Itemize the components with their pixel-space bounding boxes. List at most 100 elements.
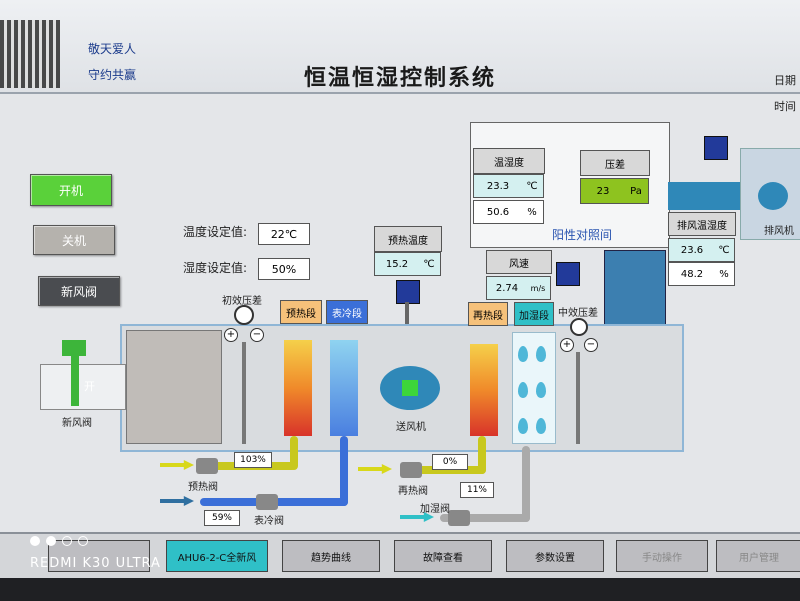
header-bar: 敬天爱人 守约共赢 恒温恒湿控制系统 日期 bbox=[0, 0, 800, 94]
room-temp-value: 23.3 bbox=[473, 174, 522, 198]
flow-arrow-icon bbox=[160, 460, 194, 470]
humid-riser bbox=[522, 446, 530, 522]
damper-label: 新风阀 bbox=[62, 418, 92, 429]
slogan-2: 守约共赢 bbox=[88, 68, 137, 82]
reheat-coil-icon bbox=[470, 344, 498, 436]
preheat-section-label: 预热段 bbox=[280, 300, 322, 324]
primary-dp-tube bbox=[242, 342, 246, 444]
return-hum-value: 48.2 bbox=[668, 262, 715, 286]
camera-watermark: REDMI K30 ULTRA bbox=[30, 556, 161, 571]
reheat-section-label: 再热段 bbox=[468, 302, 508, 326]
nav-button-params[interactable]: 参数设置 bbox=[506, 540, 604, 572]
supply-fan-label: 送风机 bbox=[396, 422, 426, 433]
cooling-valve-value[interactable]: 59% bbox=[204, 510, 240, 526]
supply-duct bbox=[604, 250, 666, 334]
nav-button-users[interactable]: 用户管理 bbox=[716, 540, 800, 572]
primary-dp-label: 初效压差 bbox=[222, 296, 262, 307]
supply-fan-status bbox=[402, 380, 418, 396]
damper-state: 开 bbox=[84, 380, 95, 393]
flow-arrow-icon bbox=[160, 496, 194, 506]
temp-setpoint-label: 温度设定值: bbox=[183, 225, 248, 239]
start-button[interactable]: 开机 bbox=[30, 174, 112, 206]
exhaust-fan-icon bbox=[758, 182, 788, 210]
airspeed-sensor-icon bbox=[556, 262, 580, 286]
flow-arrow-icon bbox=[358, 464, 392, 474]
humid-valve-label: 加湿阀 bbox=[420, 504, 450, 515]
time-label: 时间 bbox=[774, 100, 796, 113]
room-name: 阳性对照间 bbox=[552, 228, 613, 242]
return-temp-unit: ℃ bbox=[714, 238, 735, 262]
plus-port-icon: + bbox=[560, 338, 574, 352]
dp-value: 23 bbox=[580, 178, 625, 204]
bezel-bottom bbox=[0, 578, 800, 601]
room-hum-value: 50.6 bbox=[473, 200, 522, 224]
cooling-riser bbox=[340, 436, 348, 506]
humidify-section-label: 加湿段 bbox=[514, 302, 554, 326]
return-label: 排风温湿度 bbox=[668, 212, 736, 236]
humid-valve-icon[interactable] bbox=[448, 510, 470, 526]
preheat-valve-value[interactable]: 103% bbox=[234, 452, 272, 468]
dp-unit: Pa bbox=[624, 178, 649, 204]
minus-port-icon: − bbox=[250, 328, 264, 342]
return-sensor-icon bbox=[704, 136, 728, 160]
cooling-section-label: 表冷段 bbox=[326, 300, 368, 324]
water-drop-icon bbox=[536, 418, 546, 434]
preheat-temp-value: 15.2 bbox=[374, 252, 419, 276]
minus-port-icon: − bbox=[584, 338, 598, 352]
page-title: 恒温恒湿控制系统 bbox=[303, 66, 496, 91]
return-temp-value: 23.6 bbox=[668, 238, 715, 262]
reheat-valve-value[interactable]: 0% bbox=[432, 454, 468, 470]
cooling-valve-label: 表冷阀 bbox=[254, 516, 284, 527]
fresh-air-inlet bbox=[40, 364, 126, 410]
return-hum-unit: % bbox=[714, 262, 735, 286]
airspeed-label: 风速 bbox=[486, 250, 552, 274]
preheat-temp-label: 预热温度 bbox=[374, 226, 442, 252]
water-drop-icon bbox=[518, 382, 528, 398]
humid-valve-value[interactable]: 11% bbox=[460, 482, 494, 498]
temp-setpoint-input[interactable]: 22℃ bbox=[258, 223, 310, 245]
camera-dots-icon bbox=[30, 536, 88, 546]
exhaust-fan-label: 排风机 bbox=[764, 226, 794, 237]
preheat-riser bbox=[290, 436, 298, 470]
cooling-valve-icon[interactable] bbox=[256, 494, 278, 510]
preheat-coil-icon bbox=[284, 340, 312, 436]
airspeed-unit: m/s bbox=[526, 276, 551, 300]
reheat-valve-icon[interactable] bbox=[400, 462, 422, 478]
stop-button[interactable]: 关机 bbox=[33, 225, 115, 255]
medium-dp-tube bbox=[576, 352, 580, 444]
reheat-pipe bbox=[400, 466, 486, 474]
water-drop-icon bbox=[518, 418, 528, 434]
reheat-valve-label: 再热阀 bbox=[398, 486, 428, 497]
preheat-sensor-icon bbox=[396, 280, 420, 304]
water-drop-icon bbox=[536, 382, 546, 398]
nav-button-ahu[interactable]: AHU6-2-C全新风 bbox=[166, 540, 268, 572]
room-hum-unit: % bbox=[521, 200, 544, 224]
nav-button-fault[interactable]: 故障查看 bbox=[394, 540, 492, 572]
slogan-1: 敬天爱人 bbox=[88, 42, 137, 56]
airspeed-value: 2.74 bbox=[486, 276, 527, 300]
damper-blade bbox=[71, 356, 79, 406]
primary-filter bbox=[126, 330, 222, 444]
primary-dp-gauge-icon bbox=[234, 305, 254, 325]
flow-arrow-icon bbox=[400, 512, 434, 522]
nav-button-trend[interactable]: 趋势曲线 bbox=[282, 540, 380, 572]
medium-dp-label: 中效压差 bbox=[558, 308, 598, 319]
reheat-riser bbox=[478, 436, 486, 474]
water-drop-icon bbox=[536, 346, 546, 362]
fresh-damper-button[interactable]: 新风阀 bbox=[38, 276, 120, 306]
preheat-probe bbox=[405, 302, 409, 332]
date-label: 日期 bbox=[774, 74, 796, 87]
medium-dp-gauge-icon bbox=[570, 318, 588, 336]
hum-setpoint-input[interactable]: 50% bbox=[258, 258, 310, 280]
room-temp-unit: ℃ bbox=[521, 174, 544, 198]
water-drop-icon bbox=[518, 346, 528, 362]
damper-actuator bbox=[62, 340, 86, 356]
preheat-valve-label: 预热阀 bbox=[188, 482, 218, 493]
preheat-temp-unit: ℃ bbox=[418, 252, 441, 276]
hum-setpoint-label: 湿度设定值: bbox=[183, 261, 248, 275]
qr-code-icon bbox=[0, 20, 60, 88]
nav-button-manual[interactable]: 手动操作 bbox=[616, 540, 708, 572]
preheat-valve-icon[interactable] bbox=[196, 458, 218, 474]
th-label: 温湿度 bbox=[473, 148, 545, 174]
